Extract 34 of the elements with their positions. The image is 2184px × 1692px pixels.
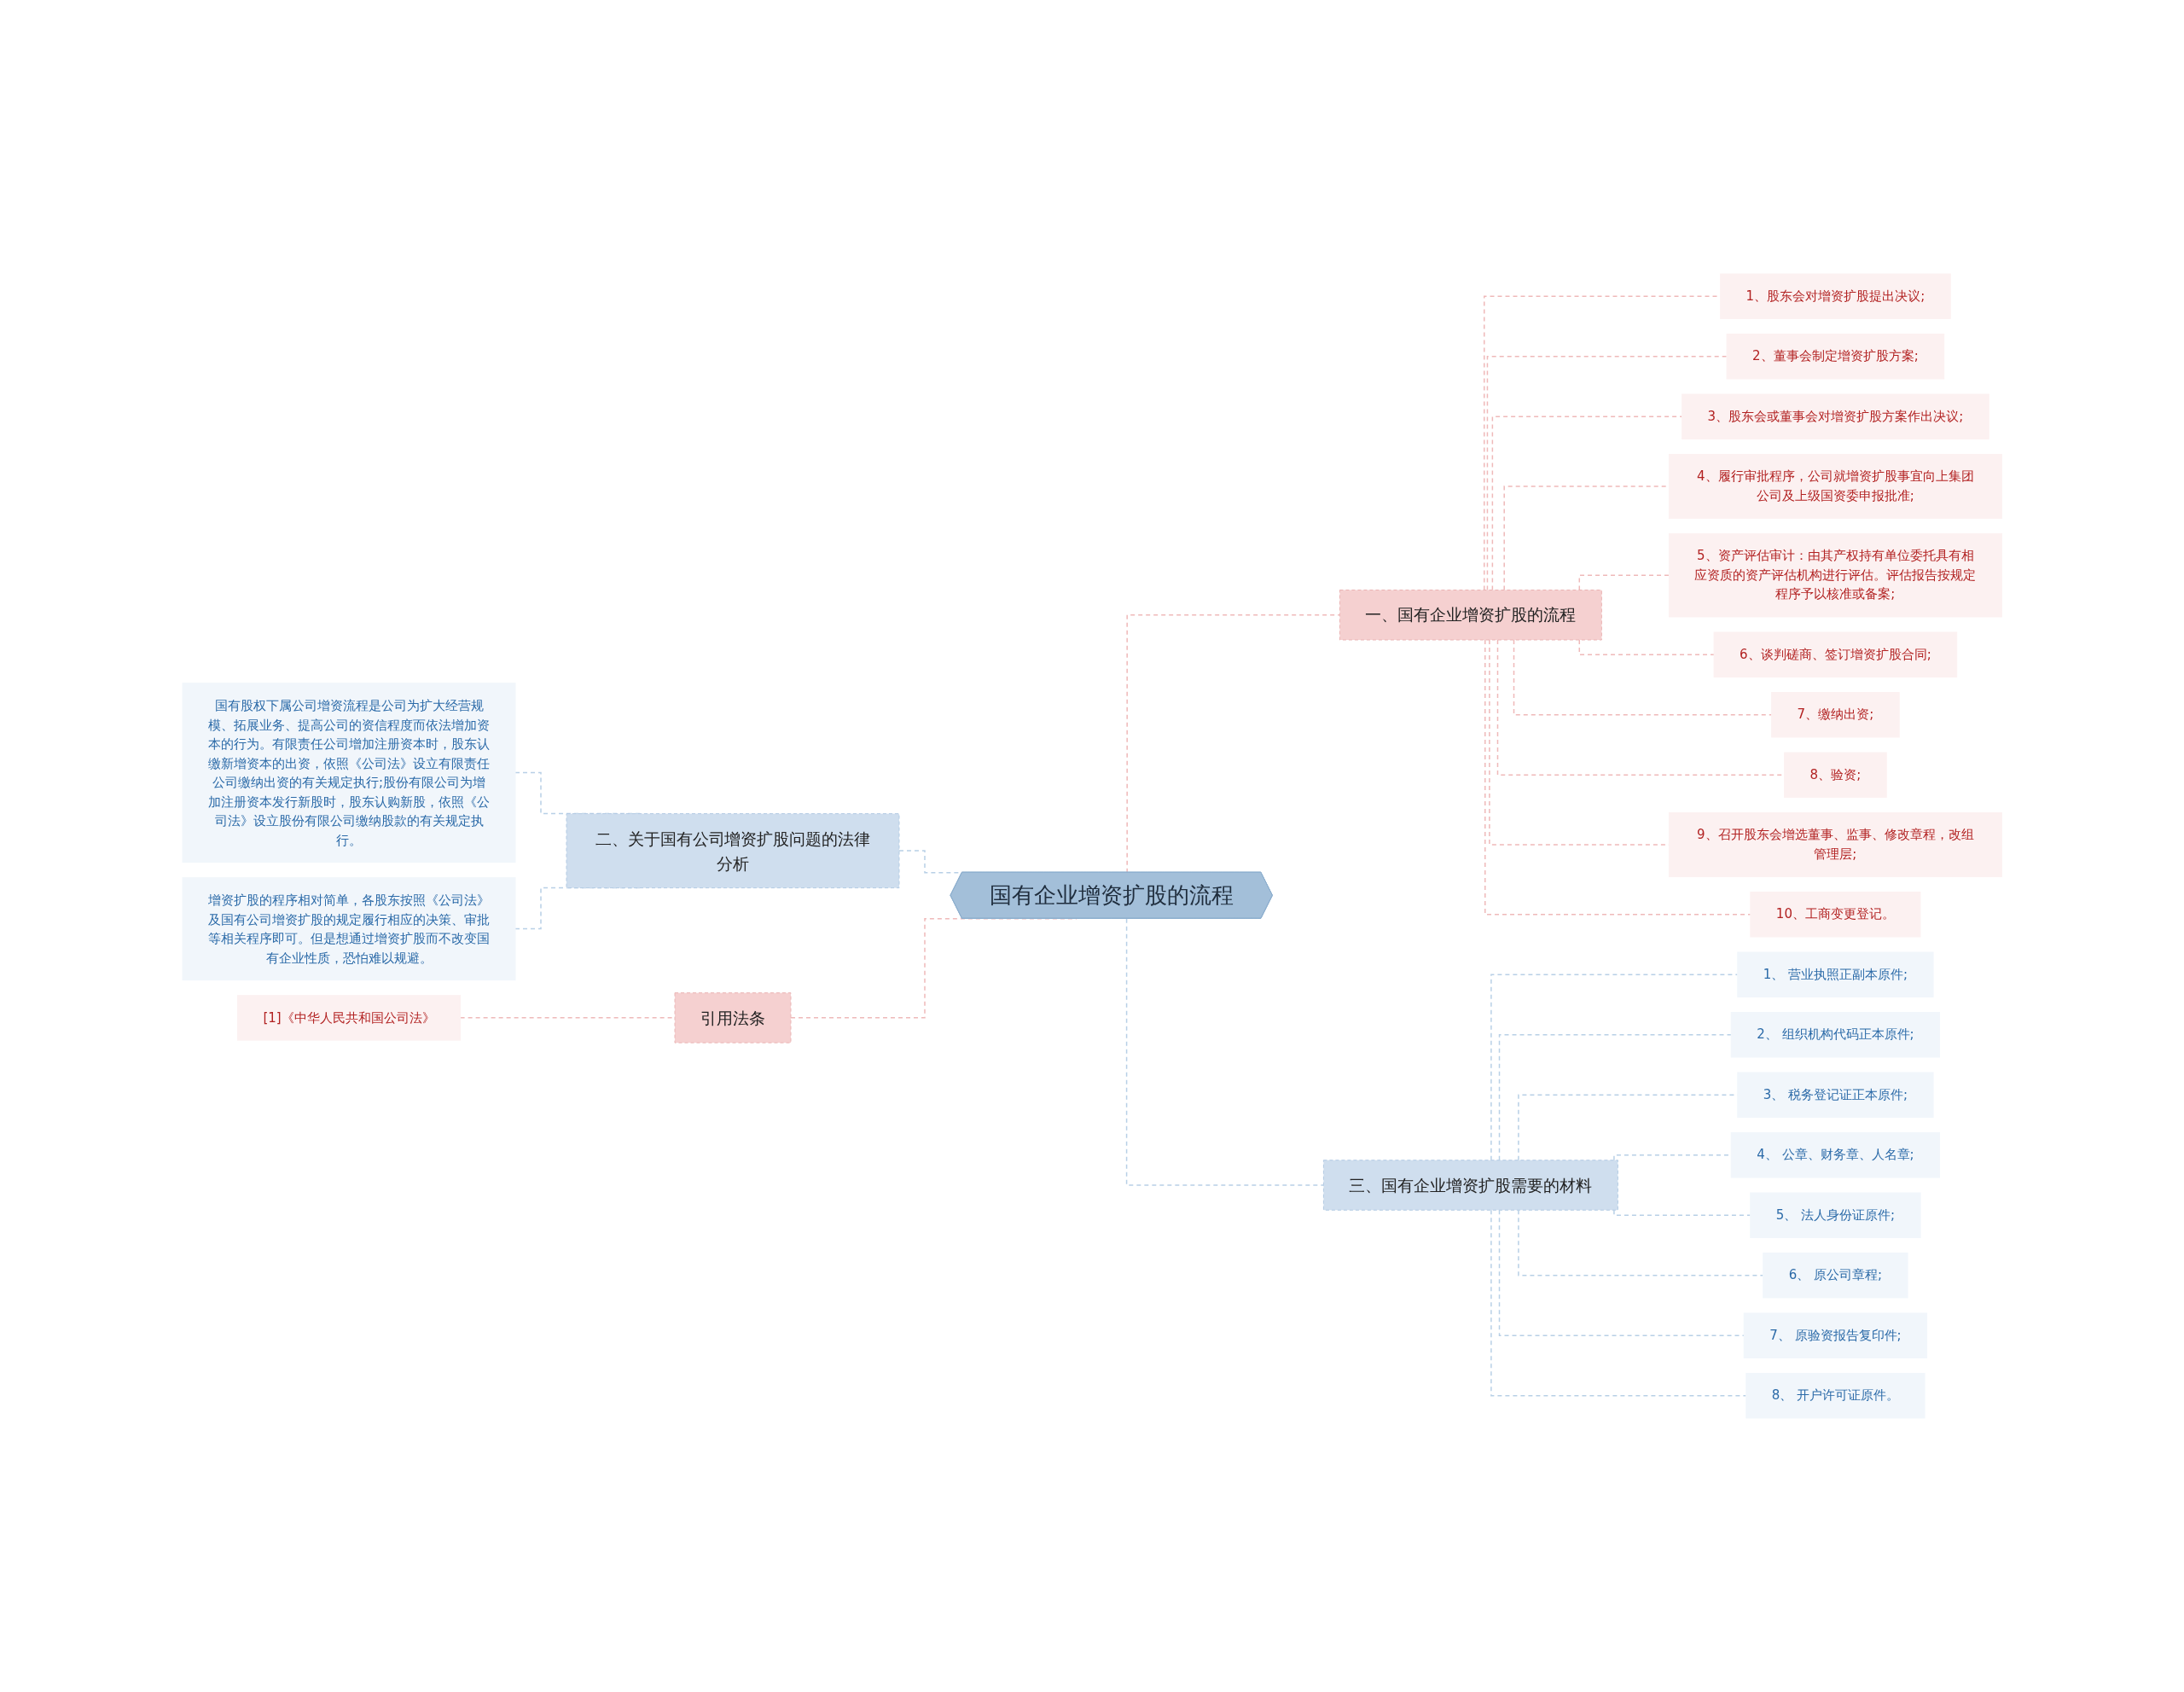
node-box: 7、缴纳出资; — [1770, 692, 1900, 738]
node-box: 7、 原验资报告复印件; — [1743, 1312, 1927, 1358]
node-box: 2、 组织机构代码正本原件; — [1730, 1012, 1940, 1058]
connector — [1513, 639, 1773, 716]
node-box: 6、 原公司章程; — [1763, 1253, 1908, 1299]
node-box: 5、 法人身份证原件; — [1750, 1192, 1921, 1238]
connector — [1578, 639, 1715, 655]
node-box: 1、 营业执照正副本原件; — [1737, 951, 1934, 997]
connector — [1578, 574, 1670, 591]
node-box: 10、工商变更登记。 — [1750, 892, 1921, 938]
node-box: 3、股东会或董事会对增资扩股方案作出决议; — [1681, 393, 1989, 439]
connector — [1498, 1209, 1745, 1336]
connector — [1491, 416, 1683, 591]
node-box: 2、董事会制定增资扩股方案; — [1726, 334, 1944, 380]
node-box: [1]《中华人民共和国公司法》 — [236, 995, 461, 1041]
connector — [1503, 486, 1670, 591]
node-box: 5、资产评估审计：由其产权持有单位委托具有相应资质的资产评估机构进行评估。评估报告按规定程序予以核准或备案; — [1668, 533, 2002, 618]
node-box: 6、谈判磋商、签订增资扩股合同; — [1713, 631, 1957, 677]
node-box: 二、关于国有公司增资扩股问题的法律分析 — [566, 813, 900, 889]
node-box: 三、国有企业增资扩股需要的材料 — [1322, 1160, 1618, 1211]
node-box: 增资扩股的程序相对简单，各股东按照《公司法》及国有公司增资扩股的规定履行相应的决策、审批等相关程序即可。但是想通过增资扩股而不改变国有企业性质，恐怕难以规避。 — [182, 877, 516, 981]
connector — [1498, 1034, 1732, 1161]
connector — [1126, 614, 1340, 874]
connector — [1613, 1209, 1751, 1216]
connector — [1490, 974, 1739, 1161]
node-box: 8、 开户许可证原件。 — [1745, 1373, 1926, 1419]
node-box: 国有股权下属公司增资流程是公司为扩大经营规模、拓展业务、提高公司的资信程度而依法增加资本的行为。有限责任公司增加注册资本时，股东认缴新增资本的出资，依照《公司法》设立有限责任公司缴纳出资的有关规定执行;股份有限公司为增加注册资本发行新股时，股东认购新股，依照《公司法》设立股份有限公司缴纳股款的有关规定执行。 — [182, 683, 516, 863]
connector — [1517, 1209, 1764, 1276]
connector — [1125, 918, 1324, 1186]
connector — [1490, 1209, 1747, 1397]
node-box: 引用法条 — [674, 992, 792, 1044]
node-box: 一、国有企业增资扩股的流程 — [1339, 590, 1602, 641]
connector — [1486, 356, 1728, 591]
connector — [1484, 639, 1751, 916]
